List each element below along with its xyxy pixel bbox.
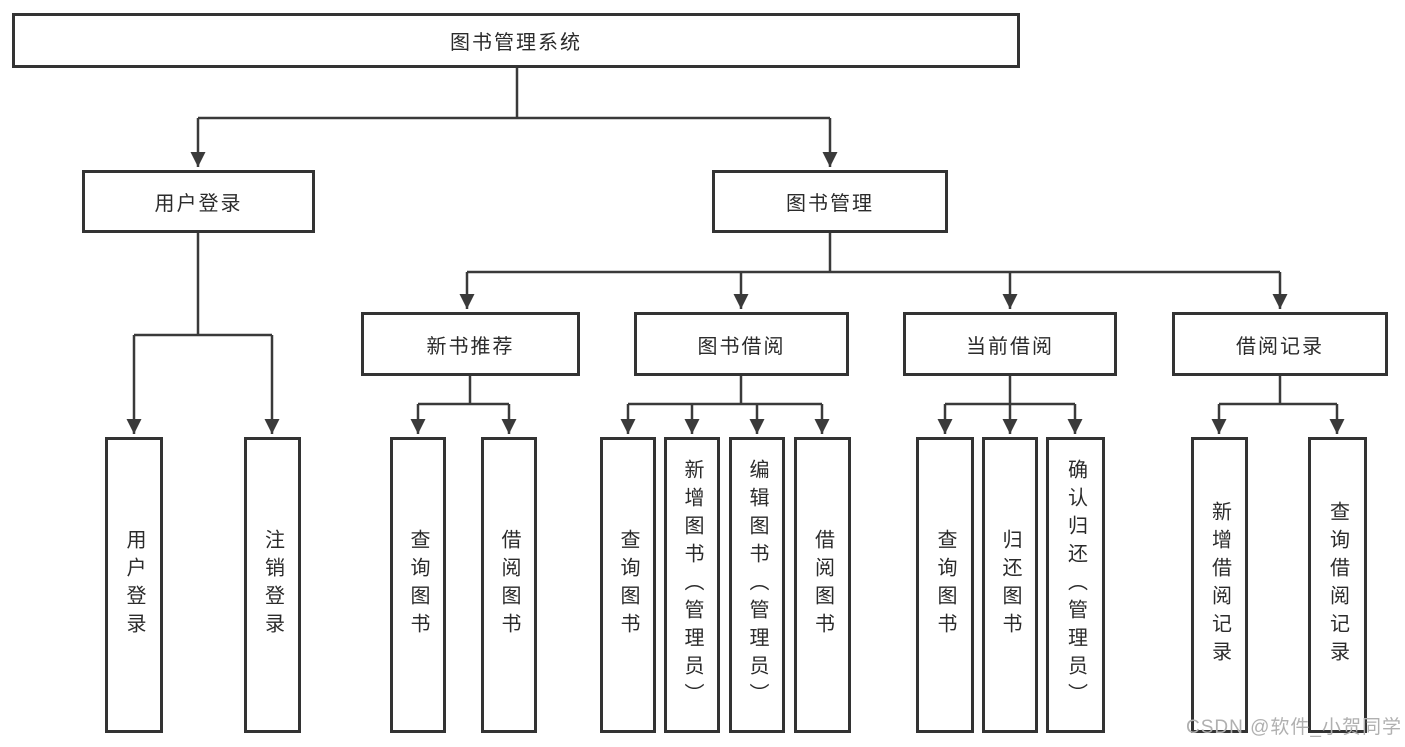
leaf-borrow-query-book: 查询图书 [600, 437, 656, 733]
node-new-book-recommend: 新书推荐 [361, 312, 580, 376]
leaf-recommend-query-book-label: 查询图书 [407, 529, 429, 641]
leaf-records-add-record: 新增借阅记录 [1191, 437, 1248, 733]
leaf-borrow-edit-book-admin: 编辑图书（管理员） [729, 437, 785, 733]
leaf-current-return-book: 归还图书 [982, 437, 1038, 733]
node-user-login-label: 用户登录 [154, 193, 243, 215]
leaf-user-login: 用户登录 [105, 437, 163, 733]
node-root-system-label: 图书管理系统 [450, 32, 582, 54]
leaf-borrow-borrow-book: 借阅图书 [794, 437, 851, 733]
node-book-management: 图书管理 [712, 170, 948, 233]
node-book-borrow-label: 图书借阅 [697, 335, 786, 358]
leaf-current-confirm-return-admin-label: 确认归还（管理员） [1064, 459, 1087, 711]
leaf-records-add-record-label: 新增借阅记录 [1208, 501, 1231, 669]
node-current-borrow-label: 当前借阅 [966, 335, 1054, 358]
leaf-current-query-book-label: 查询图书 [934, 529, 956, 641]
node-book-borrow: 图书借阅 [634, 312, 849, 376]
node-book-management-label: 图书管理 [786, 193, 874, 215]
leaf-records-query-record-label: 查询借阅记录 [1326, 501, 1349, 669]
leaf-borrow-edit-book-admin-label: 编辑图书（管理员） [746, 459, 768, 711]
node-borrow-records: 借阅记录 [1172, 312, 1388, 376]
leaf-logout: 注销登录 [244, 437, 301, 733]
leaf-borrow-add-book-admin: 新增图书（管理员） [664, 437, 720, 733]
watermark: CSDN @软件_小贺同学 [1186, 717, 1402, 738]
leaf-user-login-label: 用户登录 [123, 529, 145, 641]
node-user-login: 用户登录 [82, 170, 315, 233]
node-borrow-records-label: 借阅记录 [1236, 335, 1324, 358]
leaf-logout-label: 注销登录 [261, 529, 284, 641]
leaf-current-confirm-return-admin: 确认归还（管理员） [1046, 437, 1105, 733]
leaf-borrow-add-book-admin-label: 新增图书（管理员） [681, 459, 703, 711]
leaf-records-query-record: 查询借阅记录 [1308, 437, 1367, 733]
leaf-current-return-book-label: 归还图书 [999, 529, 1021, 641]
leaf-recommend-query-book: 查询图书 [390, 437, 446, 733]
node-root-system: 图书管理系统 [12, 13, 1020, 68]
leaf-recommend-borrow-book: 借阅图书 [481, 437, 537, 733]
leaf-current-query-book: 查询图书 [916, 437, 974, 733]
leaf-borrow-query-book-label: 查询图书 [617, 529, 639, 641]
node-new-book-recommend-label: 新书推荐 [426, 335, 515, 358]
node-current-borrow: 当前借阅 [903, 312, 1117, 376]
leaf-borrow-borrow-book-label: 借阅图书 [811, 529, 834, 641]
leaf-recommend-borrow-book-label: 借阅图书 [498, 529, 520, 641]
